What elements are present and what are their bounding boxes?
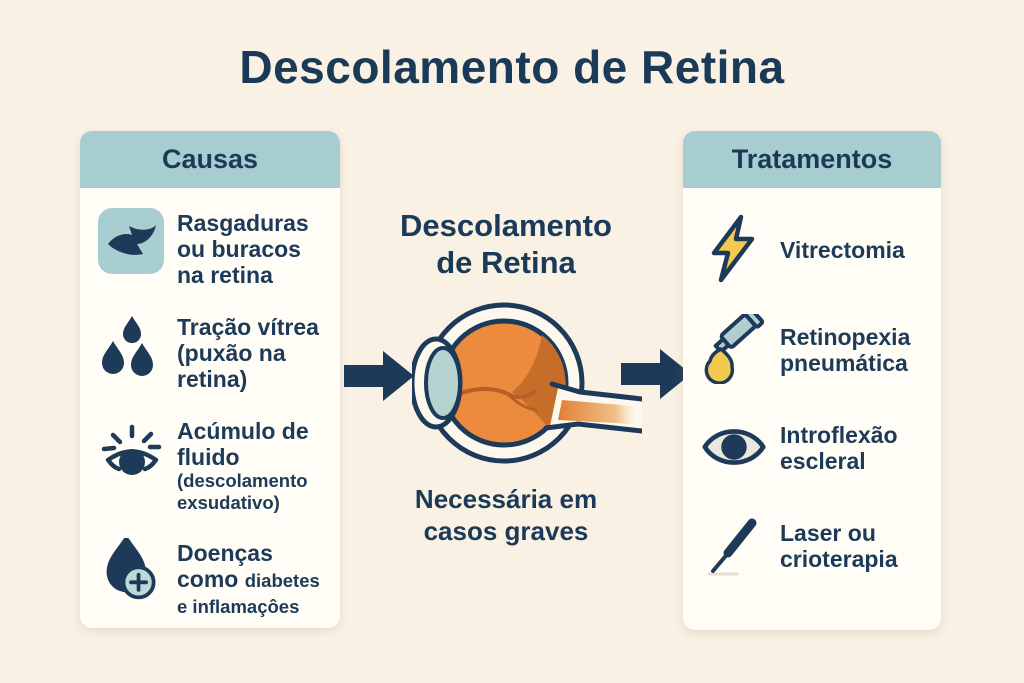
center-heading: Descolamento de Retina (400, 208, 612, 280)
treatments-header-label: Tratamentos (731, 144, 893, 174)
droplet-plus-icon (98, 538, 164, 604)
cause-text-main: Acúmulo de fluido (177, 418, 309, 470)
eye-cross-section-illustration (412, 302, 642, 464)
causes-panel-body: Rasgaduras ou buracos na retina Tração v… (80, 188, 340, 628)
cause-text: Rasgaduras ou buracos na retina (177, 210, 309, 288)
cause-item-diseases: Doenças como diabetes e inflamaçôes (98, 538, 326, 618)
cause-text-sub: diabetes e inflamaçôes (177, 570, 320, 617)
causes-header-label: Causas (161, 144, 259, 174)
vitreous-droplets-icon (98, 312, 164, 378)
causes-panel: Causas Rasgaduras ou buracos na retina (80, 131, 340, 628)
treatment-text: Retinopexia pneumática (780, 324, 911, 376)
cause-text-sub: (descolamento exsudativo) (177, 470, 308, 513)
arrow-right-icon (344, 351, 414, 401)
treatment-item-scleral-buckle: Introflexão escleral (701, 414, 929, 480)
treatment-item-vitrectomy: Vitrectomia (701, 214, 929, 284)
page-title: Descolamento de Retina (239, 41, 785, 93)
lightning-icon (701, 214, 767, 284)
treatments-panel: Tratamentos Vitrectomia (683, 131, 941, 630)
cause-item-traction: Tração vítrea (puxão na retina) (98, 312, 326, 392)
treatment-item-laser-cryo: Laser ou crioterapia (701, 510, 929, 580)
pneumatic-syringe-icon (701, 314, 767, 384)
center-caption: Necessária em casos graves (414, 484, 598, 546)
treatment-item-pneumatic-retinopexy: Retinopexia pneumática (701, 314, 929, 384)
treatments-panel-header: Tratamentos (683, 131, 941, 188)
causes-panel-header: Causas (80, 131, 340, 188)
arrow-right-icon (621, 349, 691, 399)
treatments-panel-body: Vitrectomia Retinopexia pneumática (683, 188, 941, 590)
cause-item-fluid: Acúmulo de fluido(descolamento exsudativ… (98, 416, 326, 514)
treatment-text: Introflexão escleral (780, 422, 898, 474)
scleral-eye-icon (701, 414, 767, 480)
cause-text-main: Doenças como (177, 540, 273, 592)
treatment-text: Laser ou crioterapia (780, 520, 898, 572)
cause-text: Doenças como diabetes e inflamaçôes (177, 538, 326, 618)
eye-fluid-icon (98, 416, 164, 482)
cause-text: Tração vítrea (puxão na retina) (177, 314, 319, 392)
treatment-text: Vitrectomia (780, 237, 905, 263)
cause-item-tears: Rasgaduras ou buracos na retina (98, 208, 326, 288)
retinal-tear-icon (98, 208, 164, 274)
laser-probe-icon (701, 510, 767, 580)
cause-text: Acúmulo de fluido(descolamento exsudativ… (177, 416, 326, 514)
